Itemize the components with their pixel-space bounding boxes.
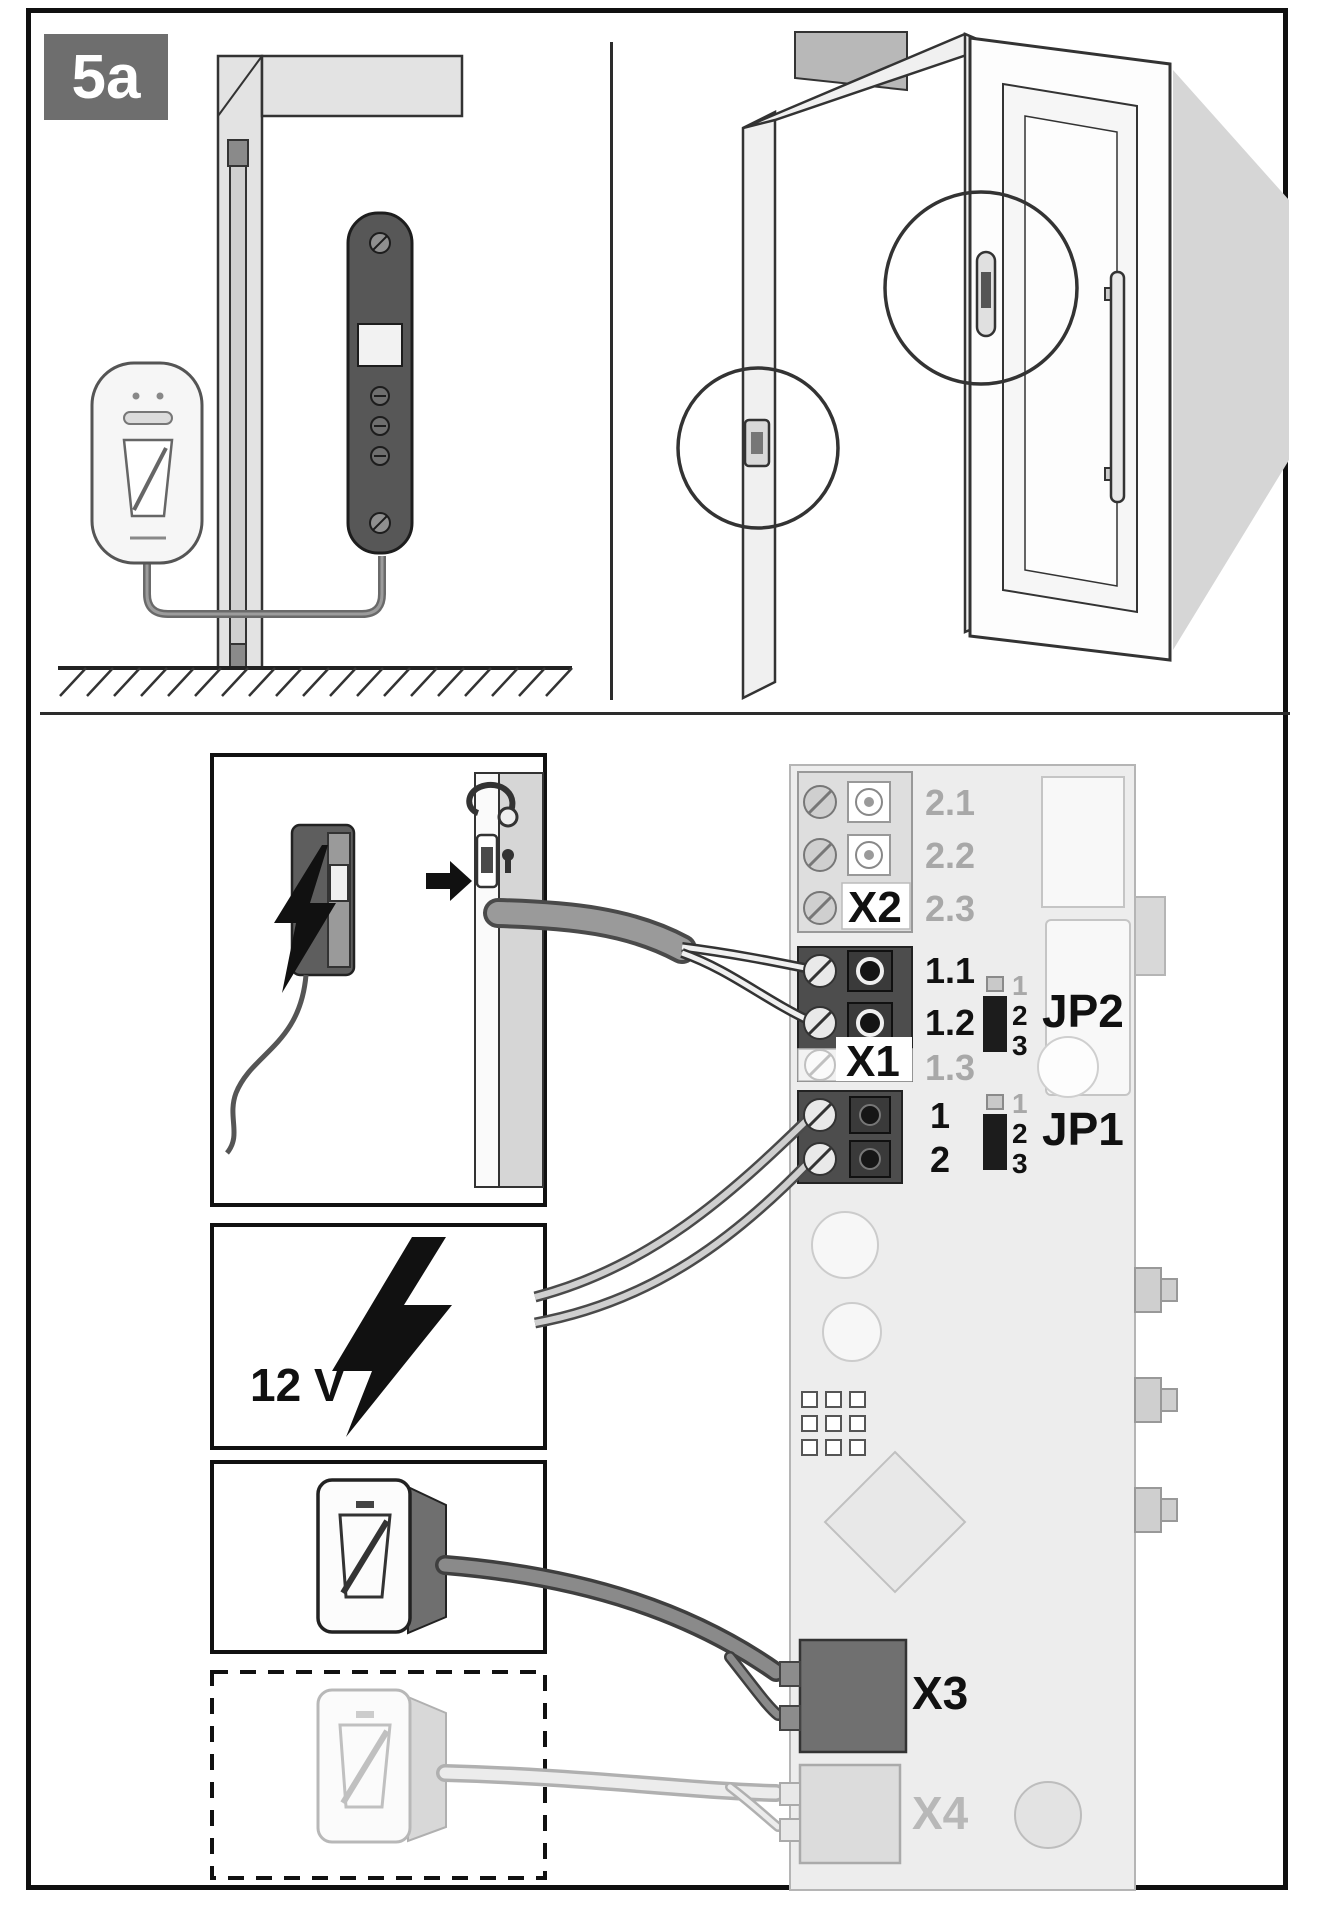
door-frame-icon (741, 32, 997, 701)
wire-reader-to-x3 (435, 1555, 786, 1721)
board-diamond-pad (823, 1450, 967, 1594)
jp1-pin-label: 3 (1012, 1148, 1028, 1179)
x2-label: X2 (848, 883, 902, 932)
wire-strike-to-x1 (483, 898, 813, 1026)
board-hole (1014, 1781, 1082, 1849)
jp1-pin-label: 1 (1012, 1088, 1028, 1119)
door-frame-icon (216, 54, 464, 670)
inset-power-supply (210, 1223, 547, 1450)
card-reader-grayed-icon (338, 1711, 392, 1809)
board-side-buttons (1134, 1267, 1178, 1533)
detail-circle-strike (676, 366, 840, 530)
board-hole (822, 1302, 882, 1362)
power-pin-label: 1 (930, 1095, 951, 1136)
strike-wire (224, 974, 309, 1155)
door-edge-lock-icon (975, 250, 997, 338)
x2-pin-label: 2.1 (925, 782, 976, 823)
x1-pin-label: 1.3 (925, 1047, 976, 1088)
connection-cable-icon (143, 556, 386, 618)
x4-label: X4 (912, 1787, 969, 1839)
strike-plate-icon (475, 833, 499, 889)
lightning-bolt-icon (274, 845, 336, 993)
jp2-pin-label: 2 (1012, 1000, 1028, 1031)
arrow-right-icon (426, 861, 472, 901)
wire-12v-to-power (533, 1115, 812, 1329)
wall-shading (1173, 70, 1289, 650)
wiring-diagram (210, 753, 1178, 1891)
open-door-illustration (676, 31, 1289, 701)
x3-label: X3 (912, 1667, 969, 1719)
door-handle-bar-icon (1104, 270, 1126, 504)
connector-x3 (798, 1638, 908, 1754)
wall-card-reader-icon (90, 361, 204, 565)
board-hole (811, 1211, 879, 1279)
x1-pin-label: 1.1 (925, 950, 976, 991)
strike-latch-icon (743, 418, 771, 468)
panel-divider (610, 42, 613, 700)
lightning-bolt-icon (332, 1237, 452, 1437)
pin-grid (801, 1391, 866, 1456)
section-divider (40, 712, 1290, 715)
power-pin-label: 2 (930, 1139, 951, 1180)
inset-card-reader (210, 1460, 547, 1654)
x2-pin-label: 2.3 (925, 888, 976, 929)
x1-label: X1 (846, 1037, 900, 1086)
detail-circle-lock (883, 190, 1079, 386)
terminal-screws (803, 785, 837, 1176)
connector-x4 (798, 1763, 902, 1865)
connector-nubs (779, 1661, 801, 1842)
floor-hatching (58, 666, 573, 697)
page-border (26, 8, 1288, 1890)
jp2-label: JP2 (1042, 985, 1124, 1037)
installed-lock-illustration (58, 54, 573, 697)
jp2-pin-label: 3 (1012, 1030, 1028, 1061)
board-hole (1037, 1036, 1099, 1098)
step-badge: 5a (44, 34, 168, 120)
jumper-jp1 (983, 1094, 1007, 1170)
card-reader-icon (338, 1501, 392, 1599)
jp1-label: JP1 (1042, 1103, 1124, 1155)
x1-pin-label: 1.2 (925, 1002, 976, 1043)
x2-pin-label: 2.2 (925, 835, 976, 876)
inset-door-strike (210, 753, 547, 1207)
voltage-label: 12 V (250, 1359, 345, 1411)
wire-optional-reader-to-x4 (436, 1764, 785, 1832)
door-leaf-icon (968, 36, 1172, 662)
motor-lock-icon (346, 211, 414, 555)
jp2-pin-label: 1 (1012, 970, 1028, 1001)
step-label: 5a (71, 42, 141, 112)
jumper-jp2 (983, 976, 1007, 1052)
jp1-pin-label: 2 (1012, 1118, 1028, 1149)
door-handle-icon (466, 782, 519, 873)
